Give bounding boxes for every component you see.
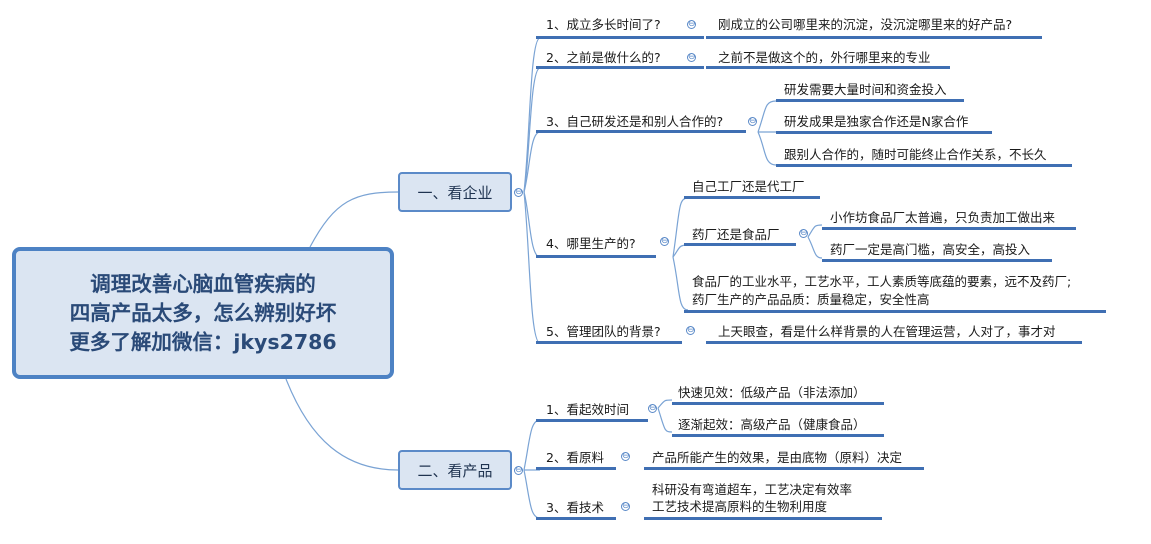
- collapse-icon[interactable]: ⊖: [514, 187, 523, 197]
- topic-underline: [684, 243, 796, 246]
- topic-underline: [536, 130, 746, 133]
- topic-underline: [536, 66, 704, 69]
- product-item-3-label: 3、看技术: [546, 500, 604, 515]
- topic-underline: [684, 196, 820, 199]
- company-item-4-label: 4、哪里生产的?: [546, 236, 636, 251]
- collapse-icon[interactable]: ⊖: [514, 465, 523, 475]
- branch-product[interactable]: 二、看产品: [398, 450, 512, 490]
- topic-underline: [776, 99, 964, 102]
- topic-underline: [706, 66, 950, 69]
- collapse-icon[interactable]: ⊖: [748, 116, 757, 126]
- company-item-3-child-2: 研发成果是独家合作还是N家合作: [784, 114, 969, 129]
- company-item-4-sub-3-line2: 药厂生产的产品品质：质量稳定，安全性高: [692, 292, 930, 307]
- branch-product-label: 二、看产品: [417, 461, 493, 480]
- company-item-4-sub-1: 自己工厂还是代工厂: [692, 179, 805, 194]
- company-item-1-label: 1、成立多长时间了?: [546, 17, 661, 32]
- product-item-3-detail-line1: 科研没有弯道超车，工艺决定有效率: [652, 482, 853, 497]
- topic-underline: [706, 36, 1042, 39]
- collapse-icon[interactable]: ⊖: [660, 236, 669, 246]
- topic-underline: [706, 341, 1082, 344]
- topic-underline: [644, 467, 924, 470]
- company-item-3-child-3: 跟别人合作的，随时可能终止合作关系，不长久: [784, 147, 1047, 162]
- topic-underline: [536, 36, 704, 39]
- product-item-1-child-1: 快速见效：低级产品（非法添加）: [678, 385, 866, 400]
- product-item-3-detail-line2: 工艺技术提高原料的生物利用度: [652, 499, 828, 514]
- topic-underline: [536, 341, 682, 344]
- topic-underline: [536, 467, 616, 470]
- branch-company-label: 一、看企业: [417, 183, 493, 202]
- topic-underline: [776, 131, 992, 134]
- topic-underline: [644, 517, 882, 520]
- collapse-icon[interactable]: ⊖: [621, 451, 630, 461]
- company-item-4-sub-2: 药厂还是食品厂: [692, 227, 780, 242]
- collapse-icon[interactable]: ⊖: [687, 52, 696, 62]
- collapse-icon[interactable]: ⊖: [799, 228, 808, 238]
- topic-underline: [536, 419, 648, 422]
- company-item-5-label: 5、管理团队的背景?: [546, 324, 661, 339]
- topic-underline: [536, 255, 656, 258]
- company-item-3-label: 3、自己研发还是和别人合作的?: [546, 114, 724, 129]
- factory-child-2: 药厂一定是高门槛，高安全，高投入: [830, 242, 1031, 257]
- topic-underline: [684, 310, 1106, 313]
- branch-company[interactable]: 一、看企业: [398, 172, 512, 212]
- company-item-4-sub-3-line1: 食品厂的工业水平，工艺水平，工人素质等底蕴的要素，远不及药厂;: [692, 274, 1072, 289]
- root-title-line3: 更多了解加微信：jkys2786: [69, 329, 337, 354]
- collapse-icon[interactable]: ⊖: [621, 501, 630, 511]
- product-item-2-detail: 产品所能产生的效果，是由底物（原料）决定: [652, 450, 903, 465]
- company-item-1-detail: 刚成立的公司哪里来的沉淀，没沉淀哪里来的好产品?: [718, 17, 1013, 32]
- company-item-3-child-1: 研发需要大量时间和资金投入: [784, 82, 947, 97]
- topic-underline: [822, 259, 1052, 262]
- root-topic[interactable]: 调理改善心脑血管疾病的 四高产品太多，怎么辨别好坏 更多了解加微信：jkys27…: [12, 247, 394, 379]
- company-item-2-label: 2、之前是做什么的?: [546, 50, 661, 65]
- topic-underline: [776, 164, 1072, 167]
- product-item-1-label: 1、看起效时间: [546, 402, 629, 417]
- product-item-1-child-2: 逐渐起效：高级产品（健康食品）: [678, 417, 866, 432]
- topic-underline: [672, 402, 884, 405]
- root-title-line2: 四高产品太多，怎么辨别好坏: [69, 300, 337, 325]
- company-item-2-detail: 之前不是做这个的，外行哪里来的专业: [718, 50, 931, 65]
- factory-child-1: 小作坊食品厂太普遍，只负责加工做出来: [830, 210, 1056, 225]
- company-item-5-detail: 上天眼查，看是什么样背景的人在管理运营，人对了，事才对: [718, 324, 1056, 339]
- product-item-2-label: 2、看原料: [546, 450, 604, 465]
- collapse-icon[interactable]: ⊖: [687, 19, 696, 29]
- topic-underline: [822, 227, 1076, 230]
- collapse-icon[interactable]: ⊖: [686, 325, 695, 335]
- root-title-line1: 调理改善心脑血管疾病的: [90, 271, 316, 296]
- topic-underline: [672, 434, 884, 437]
- collapse-icon[interactable]: ⊖: [648, 403, 657, 413]
- topic-underline: [536, 517, 616, 520]
